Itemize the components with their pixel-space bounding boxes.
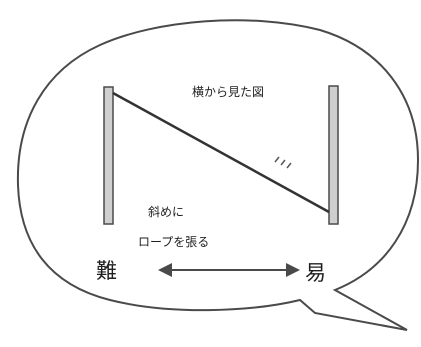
double-arrow-icon (158, 263, 300, 277)
left-pole (103, 86, 114, 225)
difficult-label: 難 (96, 259, 117, 283)
rope-tick-marks (274, 156, 292, 169)
rope-note-line1: 斜めに (148, 205, 184, 219)
speech-bubble-outline (16, 19, 420, 331)
right-pole (328, 85, 339, 225)
diagram-caption: 横から見た図 (192, 85, 264, 99)
slanted-rope (112, 91, 330, 214)
rope-note-line2: ロープを張る (138, 235, 209, 249)
easy-label: 易 (305, 261, 326, 285)
